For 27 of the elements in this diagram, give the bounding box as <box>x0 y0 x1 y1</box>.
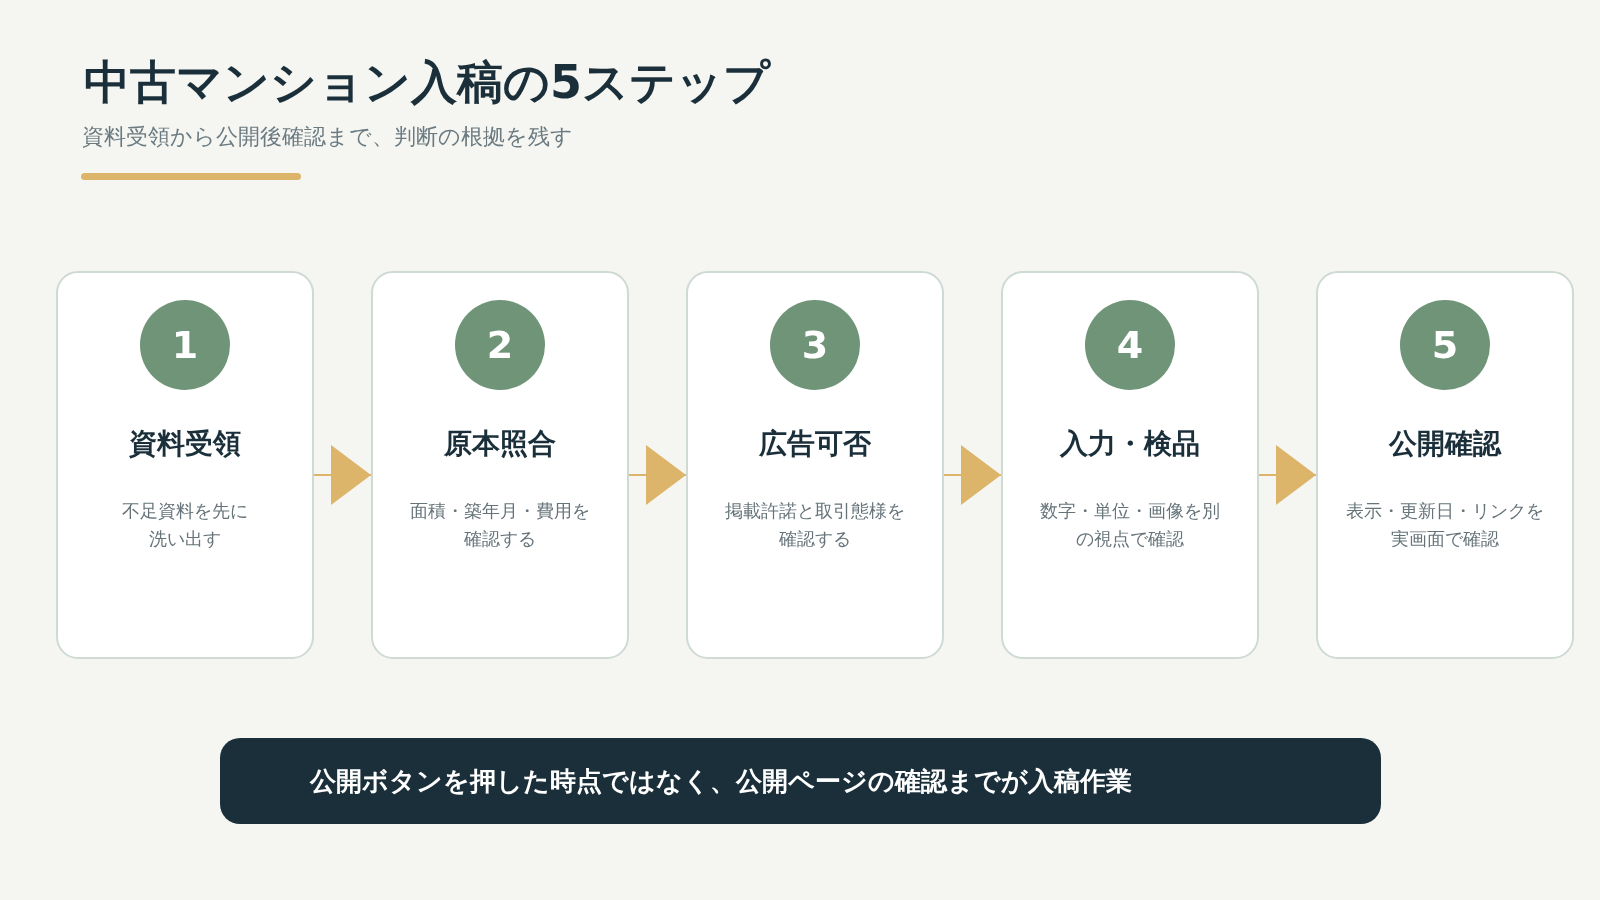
step-number-circle: 1 <box>140 300 230 390</box>
step-heading: 資料受領 <box>128 426 242 462</box>
step-description: 不足資料を先に洗い出す <box>121 499 249 551</box>
arrow <box>1258 445 1317 505</box>
arrow <box>313 445 372 505</box>
step-description: 掲載許諾と取引態様を確認する <box>724 499 906 551</box>
step-card <box>1001 271 1259 659</box>
step-description: 面積・築年月・費用を確認する <box>409 499 591 551</box>
step-card <box>1316 271 1574 659</box>
arrow <box>628 445 687 505</box>
title: 中古マンション入稿の5ステップ <box>84 54 770 111</box>
step-description: 数字・単位・画像を別の視点で確認 <box>1039 499 1221 551</box>
step-heading: 原本照合 <box>443 426 557 462</box>
arrow <box>943 445 1002 505</box>
step-card <box>686 271 944 659</box>
step-heading: 入力・検品 <box>1058 426 1201 462</box>
subtitle: 資料受領から公開後確認まで、判断の根拠を残す <box>82 123 573 151</box>
step-number-circle: 5 <box>1400 300 1490 390</box>
step-card <box>371 271 629 659</box>
step-number-circle: 2 <box>455 300 545 390</box>
step-card <box>56 271 314 659</box>
summary-banner: 公開ボタンを押した時点ではなく、公開ページの確認までが入稿作業 <box>220 738 1381 824</box>
step-description: 表示・更新日・リンクを実画面で確認 <box>1345 499 1545 551</box>
step-number-circle: 3 <box>770 300 860 390</box>
step-heading: 広告可否 <box>758 426 872 462</box>
step-number-circle: 4 <box>1085 300 1175 390</box>
step-heading: 公開確認 <box>1387 426 1503 462</box>
